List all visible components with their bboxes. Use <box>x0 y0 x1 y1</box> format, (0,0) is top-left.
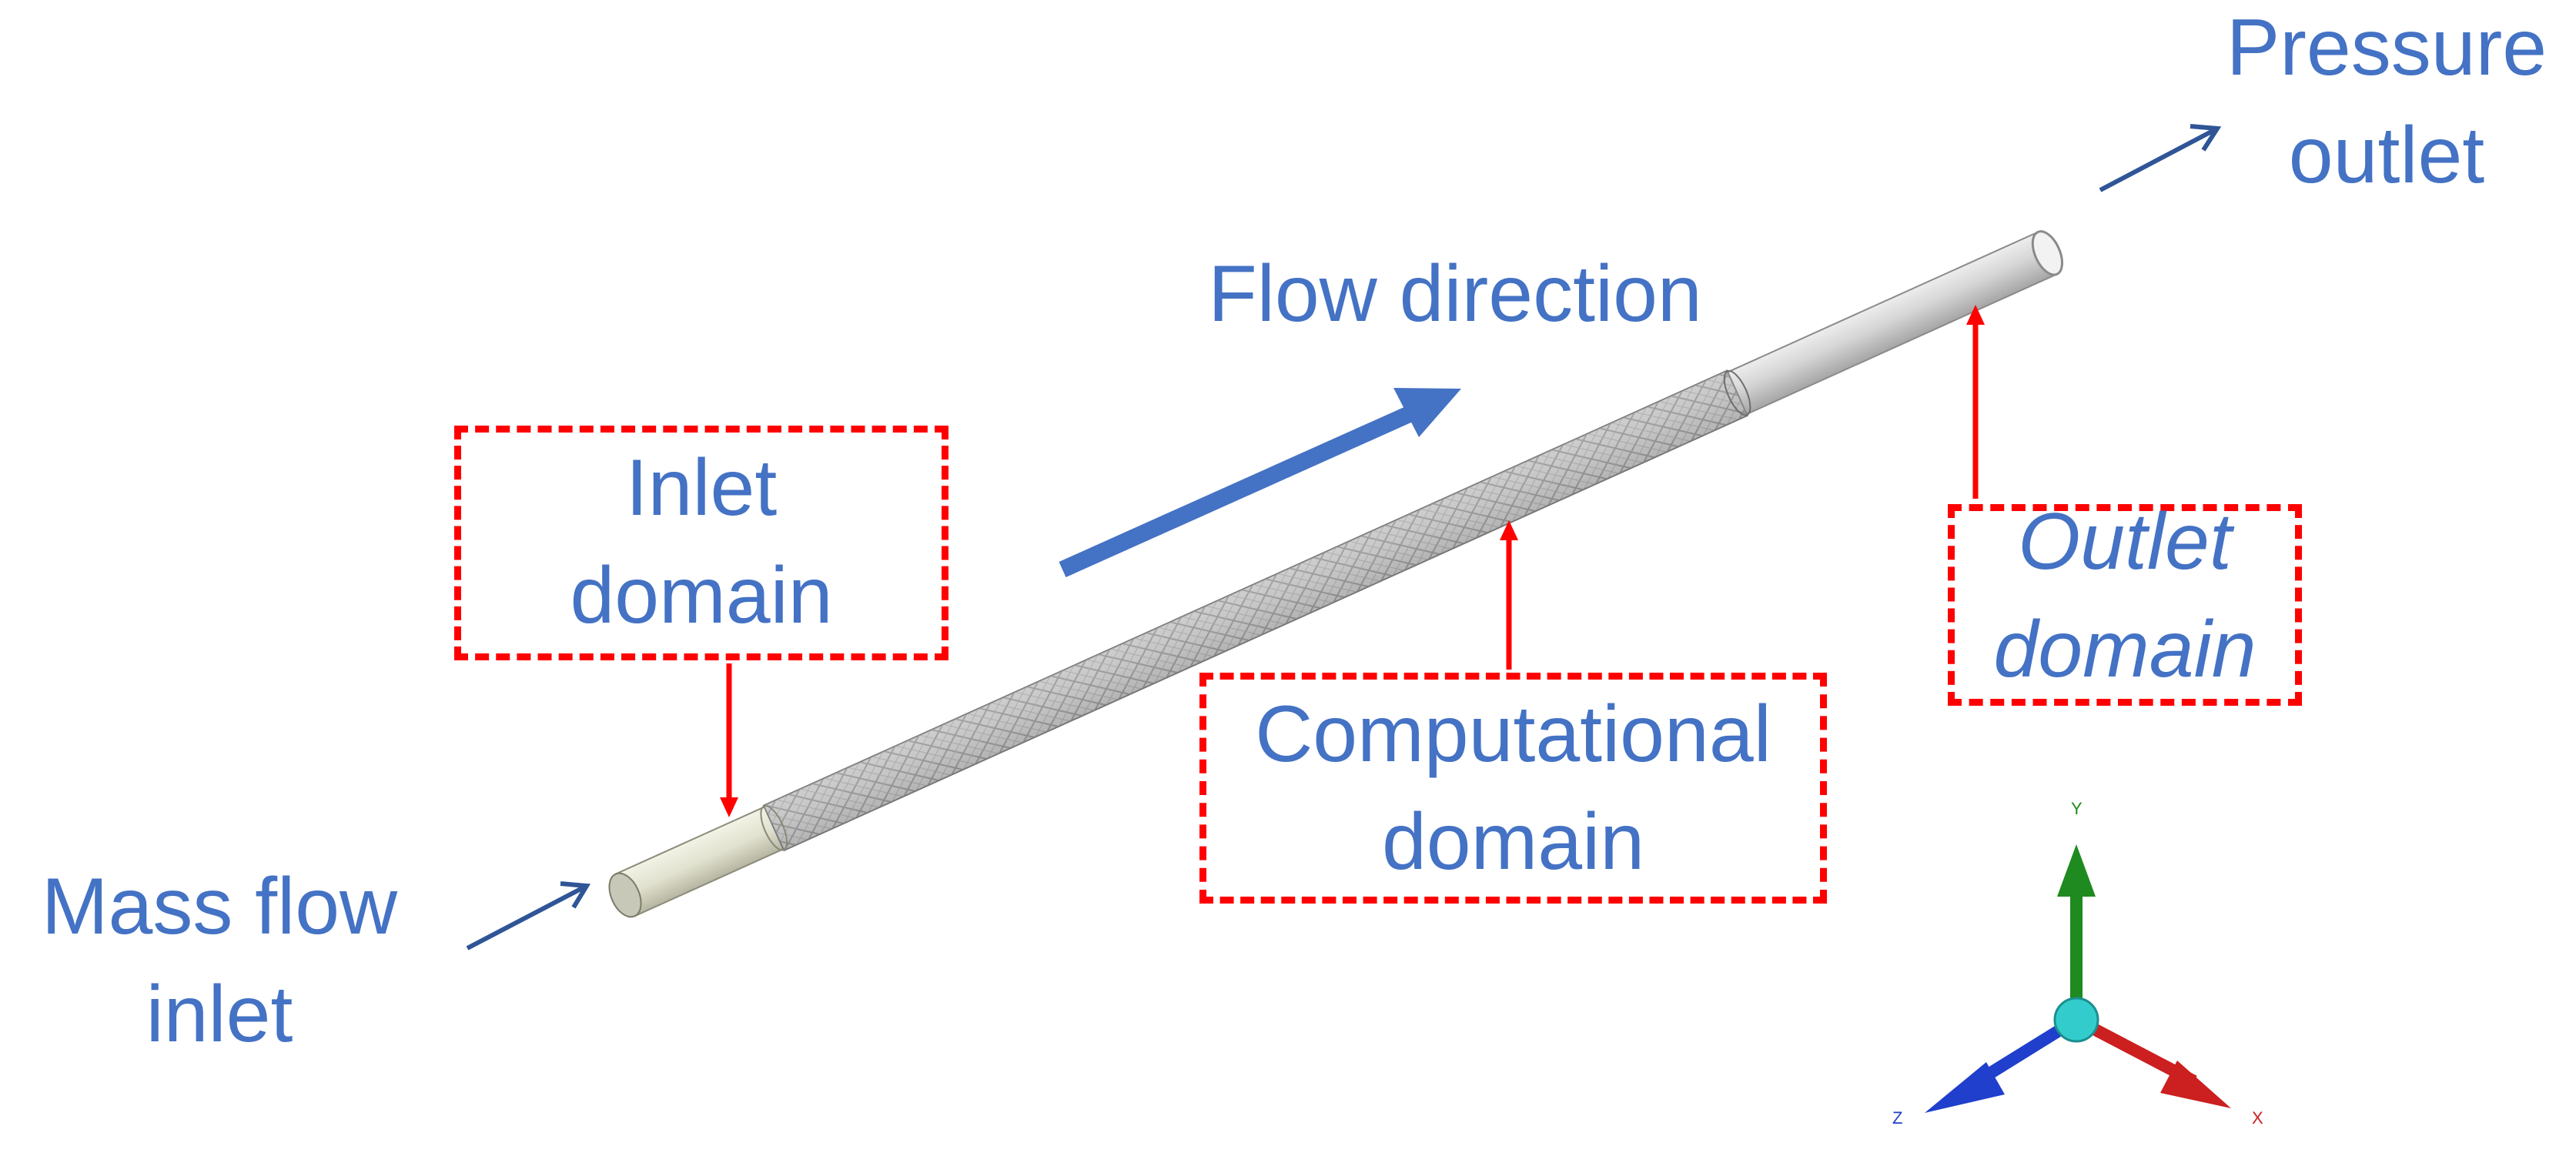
axis-y-label: Y <box>2071 799 2083 818</box>
pressure-outlet-label: Pressure outlet <box>2226 3 2548 200</box>
computational-domain-label: Computational domain <box>1255 690 1771 887</box>
mass-flow-inlet-label: Mass flow inlet <box>41 862 398 1059</box>
axis-triad <box>1925 844 2231 1113</box>
pipe <box>608 230 2064 918</box>
pipe-inlet-cap <box>608 872 642 918</box>
inlet-domain-label: Inlet domain <box>570 443 833 640</box>
pipe-outlet-cap <box>2031 230 2064 276</box>
flow-direction-label: Flow direction <box>1208 249 1702 339</box>
axis-z-arrowhead <box>1925 1062 2005 1113</box>
axis-origin <box>2053 997 2099 1043</box>
axis-x-arrowhead <box>2160 1061 2231 1108</box>
computational-domain-pointer <box>1500 520 1518 670</box>
outlet-domain-pointer <box>1966 305 1985 499</box>
mass-flow-inlet-arrow <box>466 881 591 951</box>
axis-y-arrowhead <box>2057 844 2096 897</box>
pressure-outlet-arrow <box>2099 124 2222 192</box>
outlet-domain-label: Outlet domain <box>1993 497 2257 694</box>
axis-z-label: Z <box>1892 1108 1903 1128</box>
outlet-domain-box <box>1948 504 2302 706</box>
inlet-domain-pointer <box>720 663 738 817</box>
axis-x-label: X <box>2252 1108 2263 1128</box>
computational-domain-box <box>1199 673 1827 904</box>
inlet-domain-box <box>454 426 948 660</box>
pipe-outlet-section <box>1726 231 2059 416</box>
flow-direction-arrow <box>1059 388 1461 578</box>
